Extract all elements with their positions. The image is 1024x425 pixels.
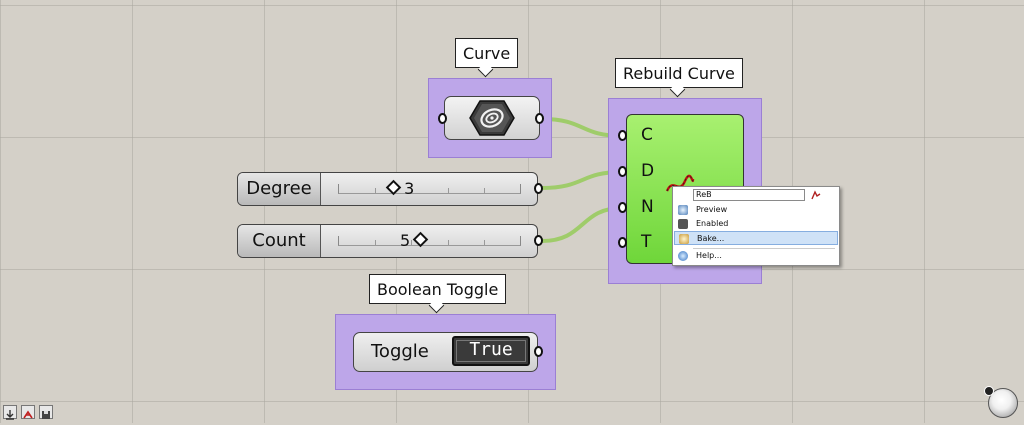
context-name-field[interactable]: ReB — [693, 189, 805, 201]
menu-item-preview-label: Preview — [696, 205, 728, 214]
degree-slider-label: Degree — [238, 173, 321, 205]
input-label-n: N — [641, 197, 654, 217]
rebuild-curve-icon — [665, 174, 695, 192]
context-menu[interactable]: ReB Preview Enabled Bake... Help... — [672, 186, 840, 266]
callout-curve: Curve — [455, 38, 519, 68]
count-slider[interactable]: Count 5 — [237, 224, 538, 258]
menu-separator — [693, 248, 835, 249]
degree-slider-handle[interactable] — [385, 179, 402, 196]
input-label-d: D — [641, 161, 655, 181]
rebuild-input-port-t[interactable] — [618, 237, 627, 248]
count-slider-label: Count — [238, 225, 321, 257]
help-icon — [678, 251, 688, 261]
callout-rebuild-curve: Rebuild Curve — [615, 58, 743, 88]
navigation-disc-icon[interactable] — [984, 386, 1018, 418]
context-name-value: ReB — [696, 190, 712, 199]
input-label-c: C — [641, 125, 653, 145]
boolean-toggle-component[interactable]: Toggle True — [353, 332, 538, 372]
curve-output-port[interactable] — [535, 113, 544, 124]
rename-icon[interactable] — [811, 190, 821, 200]
degree-slider-track[interactable] — [338, 184, 521, 194]
nav-marker — [984, 386, 994, 396]
menu-item-enabled[interactable]: Enabled — [674, 217, 838, 231]
download-icon[interactable] — [3, 405, 17, 420]
degree-output-port[interactable] — [534, 183, 543, 194]
count-slider-handle[interactable] — [413, 231, 429, 248]
save-icon[interactable] — [39, 405, 53, 419]
menu-item-bake-label: Bake... — [697, 234, 725, 243]
count-output-port[interactable] — [534, 235, 543, 246]
toggle-value: True — [469, 339, 513, 360]
degree-slider[interactable]: Degree 3 — [237, 172, 538, 206]
curve-param-component[interactable] — [444, 96, 540, 140]
rebuild-input-port-d[interactable] — [618, 166, 627, 177]
menu-item-preview[interactable]: Preview — [674, 203, 838, 217]
curve-input-port[interactable] — [438, 113, 447, 124]
menu-item-enabled-label: Enabled — [696, 219, 729, 228]
menu-item-bake[interactable]: Bake... — [674, 231, 838, 245]
callout-boolean-toggle: Boolean Toggle — [369, 274, 507, 304]
preview-icon — [678, 205, 688, 215]
count-slider-value-area[interactable]: 5 — [400, 225, 429, 257]
bake-icon — [679, 234, 689, 244]
rebuild-input-port-c[interactable] — [618, 130, 627, 141]
menu-item-help[interactable]: Help... — [674, 249, 838, 263]
toggle-value-button[interactable]: True — [452, 336, 530, 366]
rebuild-input-port-n[interactable] — [618, 202, 627, 213]
degree-slider-value: 3 — [404, 179, 415, 198]
enabled-icon — [678, 219, 688, 229]
degree-slider-value-area[interactable]: 3 — [385, 173, 415, 205]
count-slider-track[interactable] — [338, 236, 521, 246]
toggle-output-port[interactable] — [534, 346, 543, 357]
count-slider-value: 5 — [400, 231, 411, 250]
curve-hex-icon — [469, 100, 515, 136]
menu-item-help-label: Help... — [696, 251, 722, 260]
grasshopper-icon[interactable] — [21, 405, 35, 419]
input-label-t: T — [641, 232, 652, 252]
toggle-label: Toggle — [371, 341, 429, 362]
